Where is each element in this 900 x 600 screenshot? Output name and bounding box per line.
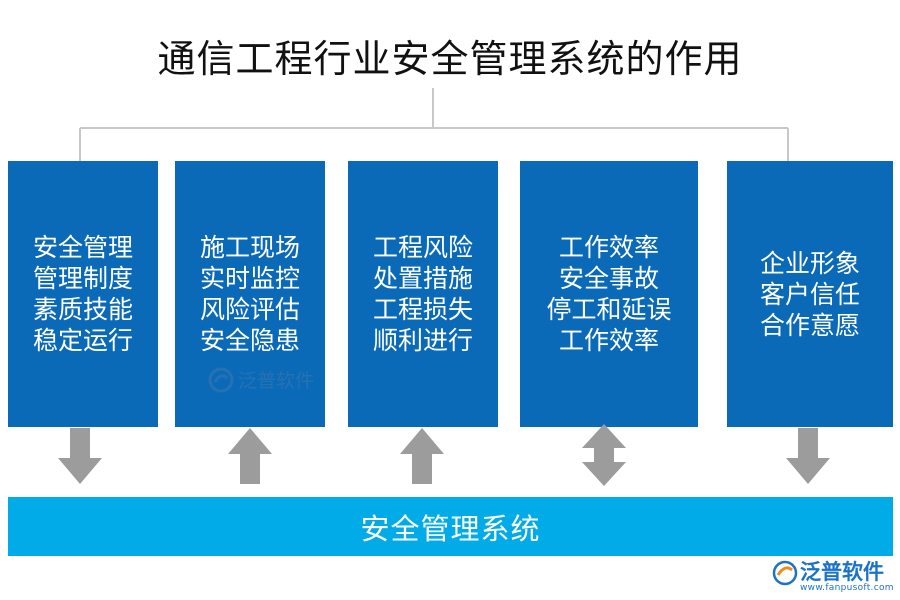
role-box-5: 企业形象 客户信任 合作意愿 <box>727 161 893 427</box>
center-watermark-brand: 泛普软件 <box>238 370 315 392</box>
box-4-line-2: 安全事故 <box>558 264 659 293</box>
box-3-line-4: 顺利进行 <box>372 326 473 355</box>
box-2-line-4: 安全隐患 <box>199 326 300 355</box>
fanpu-corner-logo-icon <box>772 560 798 586</box>
fanpu-logo-icon <box>208 367 234 392</box>
diagram-title: 通信工程行业安全管理系统的作用 <box>157 37 743 81</box>
role-box-4: 工作效率 安全事故 停工和延误 工作效率 <box>520 161 698 427</box>
box-3-line-2: 处置措施 <box>372 264 473 293</box>
box-1-line-1: 安全管理 <box>32 233 133 262</box>
box-2-line-1: 施工现场 <box>199 233 300 262</box>
arrow-down-1 <box>58 428 102 484</box>
role-box-3: 工程风险 处置措施 工程损失 顺利进行 <box>348 161 498 427</box>
box-1-line-3: 素质技能 <box>32 295 133 324</box>
box-1-line-2: 管理制度 <box>32 264 133 293</box>
box-4-line-1: 工作效率 <box>558 233 659 262</box>
role-box-1: 安全管理 管理制度 素质技能 稳定运行 <box>8 161 158 427</box>
arrow-up-2 <box>228 428 272 484</box>
box-4-line-4: 工作效率 <box>558 326 659 355</box>
arrow-up-3 <box>400 428 444 484</box>
box-5-line-1: 企业形象 <box>759 248 860 278</box>
box-2-line-3: 风险评估 <box>199 295 300 324</box>
safety-system-bar: 安全管理系统 <box>8 497 893 556</box>
center-watermark: 泛普软件 <box>208 366 314 393</box>
role-box-2: 施工现场 实时监控 风险评估 安全隐患 <box>175 161 325 427</box>
box-5-line-3: 合作意愿 <box>759 310 860 340</box>
box-5-line-2: 客户信任 <box>759 279 860 309</box>
arrow-updown-4 <box>582 424 626 486</box>
box-3-line-1: 工程风险 <box>372 233 473 262</box>
corner-watermark-brand: 泛普软件 <box>800 560 884 584</box>
corner-watermark-url: www.fanpusoft.com <box>800 583 894 593</box>
box-4-line-3: 停工和延误 <box>546 295 672 324</box>
box-3-line-3: 工程损失 <box>372 295 473 324</box>
arrow-down-5 <box>786 428 830 484</box>
box-2-line-2: 实时监控 <box>199 264 300 293</box>
corner-watermark: 泛普软件 www.fanpusoft.com <box>772 556 896 596</box>
box-1-line-4: 稳定运行 <box>32 326 133 355</box>
